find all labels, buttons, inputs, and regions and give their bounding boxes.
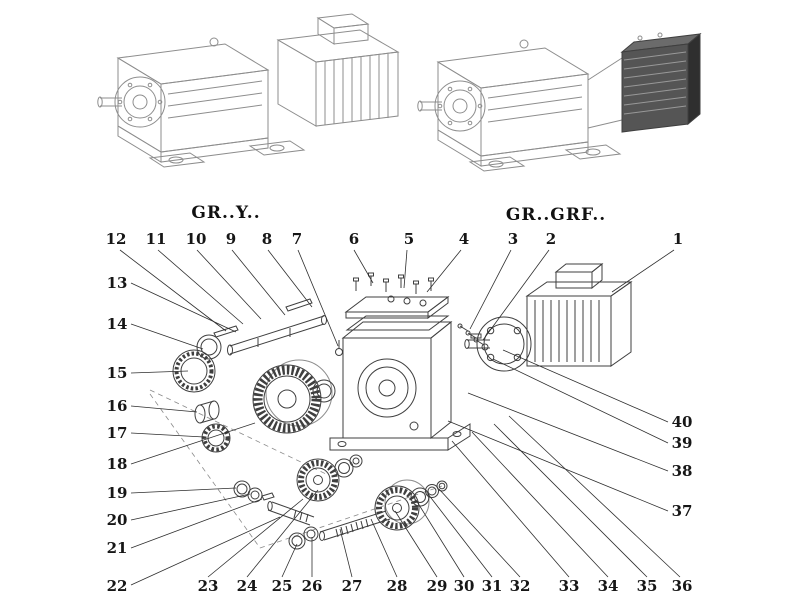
output-shaft-assembly: [172, 298, 327, 453]
output-shaft: [97, 96, 103, 108]
callout-25: 25: [272, 577, 293, 595]
callout-12: 12: [106, 230, 127, 248]
callout-36: 36: [672, 577, 693, 595]
housing-cover: [344, 296, 450, 313]
mounting-feet: [437, 129, 622, 172]
terminal-box: [555, 271, 593, 289]
callout-38: 38: [672, 462, 693, 480]
callout-28: 28: [387, 577, 408, 595]
callout-18: 18: [107, 455, 128, 473]
callout-11: 11: [146, 230, 167, 248]
washer: [403, 297, 411, 305]
input-shaft-assembly: [288, 479, 448, 550]
callout-30: 30: [454, 577, 475, 595]
spacer-ring: [334, 458, 354, 478]
motor-shaft: [464, 339, 470, 349]
callout-27: 27: [342, 577, 363, 595]
assembled-gearmotor-drawing: [97, 13, 400, 168]
washer: [233, 480, 251, 498]
callout-15: 15: [107, 364, 128, 382]
gear-housing: [329, 296, 471, 451]
spacer-ring: [349, 454, 363, 468]
electric-motor: [276, 13, 400, 127]
callout-16: 16: [107, 397, 128, 415]
output-shaft: [417, 100, 423, 112]
terminal-box: [316, 13, 370, 29]
part-callouts: 1 2 3 4 5 6 7 8 9 10 11 12 13 14 15 16 1…: [106, 230, 693, 595]
callout-21: 21: [107, 539, 128, 557]
callout-5: 5: [404, 230, 414, 248]
callout-3: 3: [508, 230, 518, 248]
callout-40: 40: [672, 413, 693, 431]
callout-37: 37: [672, 502, 693, 520]
callout-20: 20: [107, 511, 128, 529]
callout-22: 22: [107, 577, 128, 595]
output-boss: [434, 80, 486, 132]
washer: [481, 343, 489, 351]
variant-label-gr-y: GR..Y..: [191, 203, 260, 223]
motor-flange: [476, 316, 532, 372]
output-boss: [114, 76, 166, 128]
cover-gasket: [345, 315, 450, 331]
callout-6: 6: [349, 230, 359, 248]
stud-bolt: [473, 337, 479, 343]
callout-31: 31: [482, 577, 503, 595]
input-adapter-block: [587, 32, 702, 133]
callout-2: 2: [546, 230, 556, 248]
retaining-ring: [312, 379, 336, 403]
exploded-view-drawing: [149, 262, 633, 550]
cover-bolts: [353, 272, 434, 307]
output-gear: [252, 359, 336, 434]
intermediate-gear: [296, 458, 340, 502]
callout-9: 9: [226, 230, 236, 248]
shaft-key: [285, 298, 313, 312]
callout-39: 39: [672, 434, 693, 452]
input-gear: [374, 485, 420, 531]
housing-bore: [357, 358, 417, 418]
callout-4: 4: [459, 230, 469, 248]
callout-1: 1: [673, 230, 683, 248]
callout-7: 7: [292, 230, 302, 248]
stud-bolt: [457, 323, 463, 329]
washer: [419, 299, 427, 307]
callout-33: 33: [559, 577, 580, 595]
mounting-feet: [117, 125, 306, 168]
washer: [303, 526, 319, 542]
callout-26: 26: [302, 577, 323, 595]
spacer-ring: [425, 484, 439, 498]
callout-8: 8: [262, 230, 272, 248]
callout-34: 34: [598, 577, 619, 595]
callout-23: 23: [198, 577, 219, 595]
callout-35: 35: [637, 577, 658, 595]
washer: [288, 532, 306, 550]
eye-bolt: [519, 39, 529, 49]
variant-label-gr-grf: GR..GRF..: [506, 205, 606, 225]
stud-bolt: [465, 330, 471, 336]
leader-lines: [119, 249, 681, 586]
motor-assembly: [457, 262, 633, 372]
projection-lines: [149, 389, 443, 549]
eye-bolt: [209, 37, 219, 47]
callout-14: 14: [107, 315, 128, 333]
shaft-key: [261, 492, 275, 501]
breather-vent: [335, 348, 343, 356]
ball-bearing: [201, 423, 231, 453]
housing-foot: [329, 437, 449, 451]
washer: [387, 295, 395, 303]
assembled-gearbox-adapter-drawing: [417, 32, 702, 172]
callout-17: 17: [107, 424, 128, 442]
callout-19: 19: [107, 484, 128, 502]
drain-plug: [409, 421, 419, 431]
callout-24: 24: [237, 577, 258, 595]
callout-10: 10: [186, 230, 207, 248]
callout-32: 32: [510, 577, 531, 595]
callout-29: 29: [427, 577, 448, 595]
circlip: [436, 480, 448, 492]
callout-13: 13: [107, 274, 128, 292]
oil-seal-ring: [172, 349, 216, 393]
